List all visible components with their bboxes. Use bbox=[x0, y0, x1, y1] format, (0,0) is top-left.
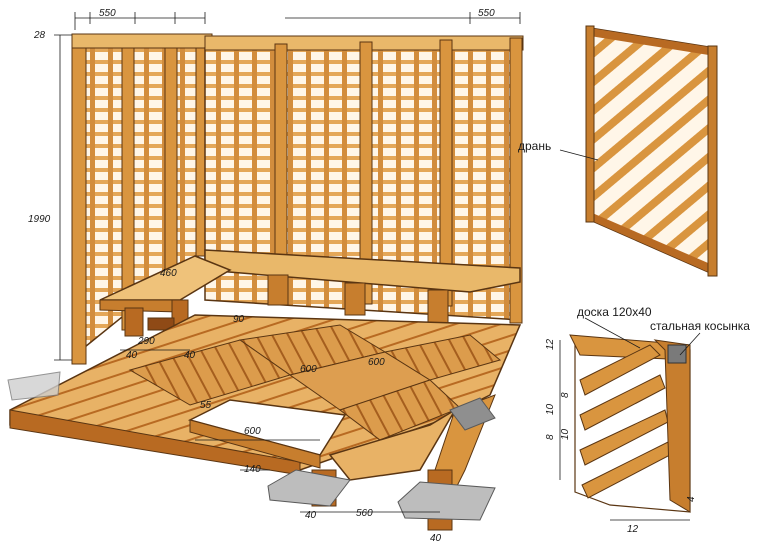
back-wall-lattice bbox=[204, 35, 524, 324]
dim-joist-40-a: 40 bbox=[305, 510, 317, 521]
dimension-lines bbox=[54, 12, 521, 513]
lath-label: дрань bbox=[518, 139, 551, 153]
dim-floor-gap-c: 40 bbox=[184, 350, 196, 361]
floor-deck bbox=[9, 314, 522, 531]
dim-post-offset: 28 bbox=[33, 30, 46, 41]
board-label: доска 120х40 bbox=[577, 305, 652, 319]
detail-dim-10: 10 bbox=[545, 403, 556, 415]
bench bbox=[99, 249, 521, 337]
detail-dim-8-a: 8 bbox=[560, 392, 571, 398]
dim-bench-depth: 460 bbox=[160, 268, 177, 279]
bracket-label: стальная косынка bbox=[650, 319, 750, 333]
dim-joist-40-b: 40 bbox=[430, 533, 442, 544]
stone-supports bbox=[7, 371, 496, 521]
dim-hatch-55: 55 bbox=[200, 400, 212, 411]
detail-dim-8-b: 8 bbox=[545, 434, 556, 440]
dim-floor-gap-a: 290 bbox=[137, 336, 155, 347]
dim-panel-600-a: 600 bbox=[300, 364, 317, 375]
dim-top-right: 550 bbox=[478, 8, 495, 19]
dim-height: 1990 bbox=[28, 214, 51, 225]
detail-dim-10-b: 10 bbox=[560, 428, 571, 440]
bracket-detail bbox=[559, 317, 701, 521]
dim-hatch-600: 600 bbox=[244, 426, 261, 437]
dim-joist-560: 560 bbox=[356, 508, 373, 519]
dim-top-left: 550 bbox=[99, 8, 116, 19]
dim-floor-gap-b: 40 bbox=[126, 350, 138, 361]
dim-panel-600-b: 600 bbox=[368, 357, 385, 368]
dim-joist-140: 140 bbox=[244, 464, 261, 475]
detail-dim-4: 4 bbox=[686, 496, 697, 502]
lath-panel-detail bbox=[559, 25, 718, 277]
detail-dim-12-top: 12 bbox=[545, 338, 556, 350]
dim-bench-gap: 90 bbox=[233, 314, 245, 325]
detail-dim-12-bottom: 12 bbox=[627, 524, 639, 535]
